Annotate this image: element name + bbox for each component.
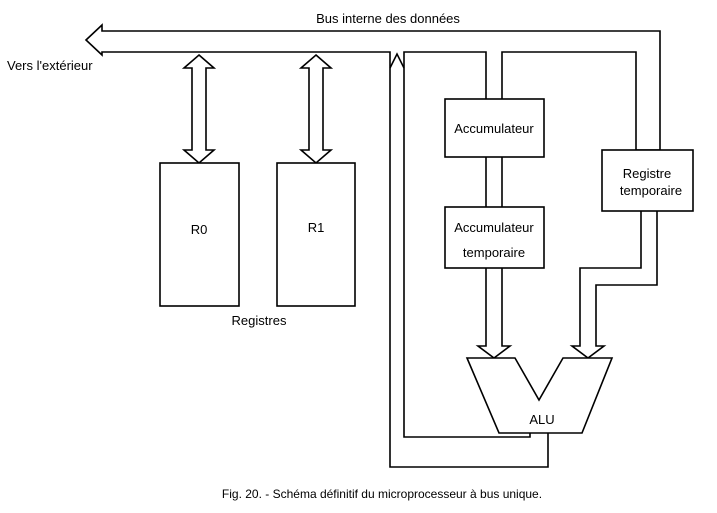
temp-accumulator-box (444, 206, 545, 269)
r1-bus-link (298, 53, 334, 165)
temp-accumulator-label-line2: temporaire (463, 245, 525, 260)
register-r0-label: R0 (191, 222, 208, 237)
register-r1-label: R1 (308, 220, 325, 235)
alu-output-arrowhead (389, 52, 405, 69)
accumulator-box (444, 98, 545, 158)
bus-label: Bus interne des données (316, 11, 460, 26)
r0-bus-link (181, 53, 217, 165)
alu-label: ALU (529, 412, 554, 427)
register-r1-box (276, 162, 356, 307)
registers-group-label: Registres (232, 313, 287, 328)
temp-register-box (601, 149, 694, 212)
alu-shape (465, 357, 614, 434)
temp-register-label-line2: temporaire (620, 183, 682, 198)
temp-reg-to-alu-arrow (569, 211, 658, 359)
temp-accumulator-label-line1: Accumulateur (454, 220, 534, 235)
register-r0-box (159, 162, 240, 307)
internal-data-bus (84, 23, 661, 468)
accumulator-label: Accumulateur (454, 121, 534, 136)
outside-label: Vers l'extérieur (7, 58, 93, 73)
acc-to-temp-acc-link (485, 157, 503, 207)
temp-register-label-line1: Registre (623, 166, 671, 181)
temp-acc-to-alu-arrow (475, 268, 513, 359)
figure-caption: Fig. 20. - Schéma définitif du microproc… (222, 487, 542, 501)
